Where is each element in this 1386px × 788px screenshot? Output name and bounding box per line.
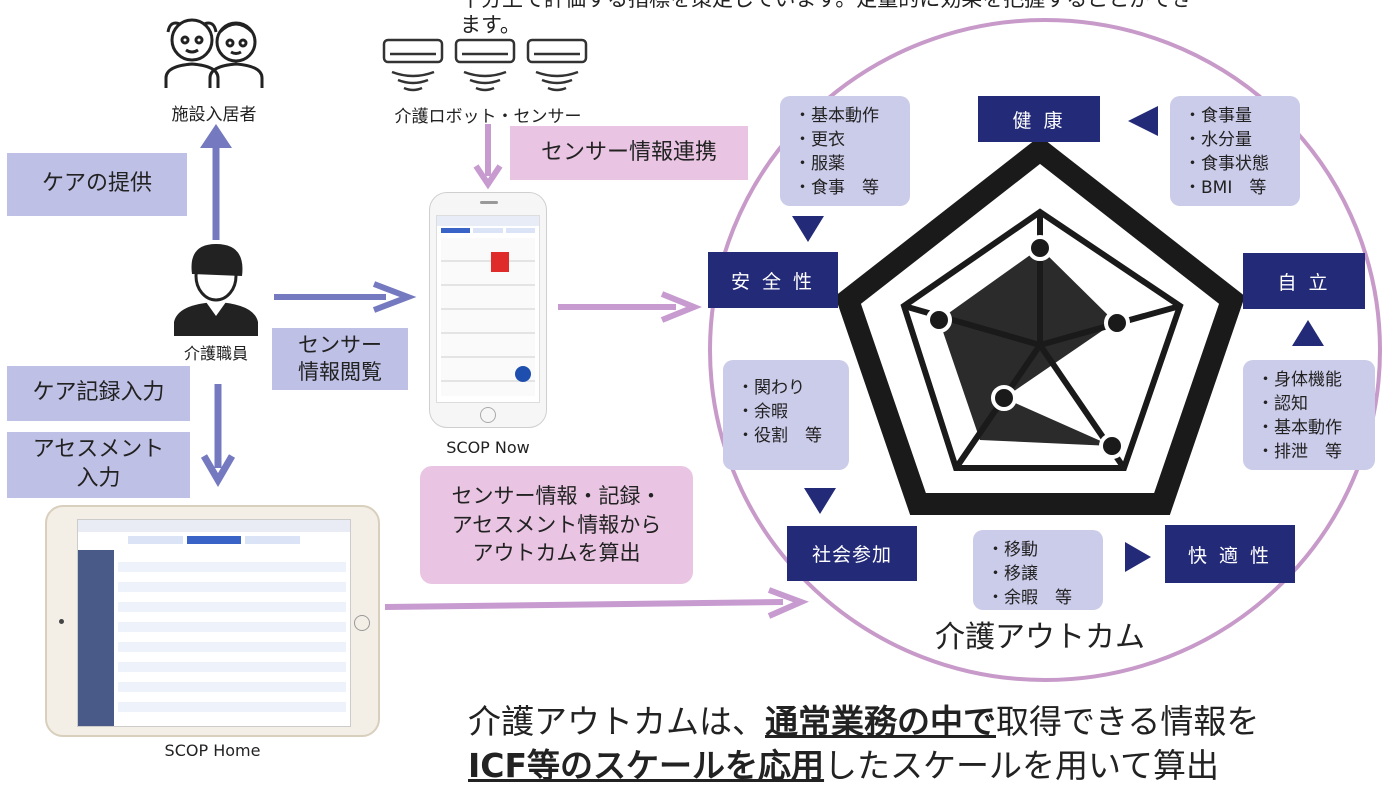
independence-item: ・基本動作 (1257, 418, 1342, 438)
safety-item: ・食事 等 (794, 178, 879, 198)
phone-home-button (480, 407, 496, 423)
assessment-input-box: アセスメント 入力 (7, 432, 190, 498)
scop-now-phone (429, 192, 547, 428)
intro-line-1: 十分上で評価する指標を策定しています。定量的に効果を把握することができ (460, 0, 1192, 12)
arrow-up-to-residents (200, 124, 232, 240)
phone-screen (436, 215, 540, 403)
independence-item: ・身体機能 (1257, 370, 1342, 390)
outcome-radar-diagram (708, 18, 1382, 682)
independence-item: ・排泄 等 (1257, 442, 1342, 462)
elderly-residents-icon (164, 18, 264, 88)
social-item: ・役割 等 (737, 426, 822, 446)
arrow-sensor-to-phone (473, 124, 503, 190)
radar-point-safety (926, 307, 952, 333)
radar-outer-pentagon (835, 136, 1245, 515)
assessment-line-1: アセスメント (32, 437, 165, 463)
sensor-browse-line-1: センサー (298, 332, 382, 357)
statement-emphasis: 通常業務の中で (765, 702, 996, 741)
arrow-phone-to-radar (558, 291, 702, 323)
care-record-input-box: ケア記録入力 (7, 366, 190, 421)
axis-independence: 自 立 (1243, 253, 1365, 309)
outcome-circle (708, 18, 1382, 682)
statement-text: したスケールを用いて算出 (824, 746, 1220, 785)
outcome-calc-line-1: センサー情報・記録・ (451, 484, 662, 509)
triangle-down-icon-social (804, 488, 836, 514)
safety-item: ・更衣 (794, 130, 845, 150)
health-item: ・食事量 (1184, 106, 1252, 126)
safety-items-list: ・基本動作 ・更衣 ・服薬 ・食事 等 (780, 96, 910, 206)
outcome-calculation-box: センサー情報・記録・ アセスメント情報から アウトカムを算出 (420, 466, 693, 584)
comfort-item: ・移譲 (987, 564, 1038, 584)
tablet-home-button (354, 615, 370, 631)
statement-text: 介護アウトカムは、 (468, 702, 765, 741)
health-item: ・BMI 等 (1184, 178, 1267, 198)
scop-home-tablet (45, 505, 380, 737)
comfort-item: ・移動 (987, 540, 1038, 560)
radar-point-social (991, 385, 1017, 411)
axis-safety: 安 全 性 (708, 252, 838, 308)
bottom-statement: 介護アウトカムは、通常業務の中で取得できる情報を ICF等のスケールを応用したス… (468, 700, 1259, 788)
outcome-calc-line-2: アセスメント情報から (451, 512, 662, 537)
comfort-item: ・余暇 等 (987, 588, 1072, 608)
social-item: ・関わり (737, 378, 805, 398)
statement-text: 取得できる情報を (996, 702, 1260, 741)
robot-sensor-label: 介護ロボット・センサー (394, 107, 582, 127)
care-provision-box: ケアの提供 (7, 153, 187, 216)
statement-line-1: 介護アウトカムは、通常業務の中で取得できる情報を (468, 700, 1259, 744)
axis-comfort: 快 適 性 (1165, 525, 1295, 583)
arrow-down-to-tablet (200, 384, 236, 487)
radar-point-independence (1104, 310, 1130, 336)
comfort-items-list: ・移動 ・移譲 ・余暇 等 (973, 530, 1103, 610)
sensor-browse-line-2: 情報閲覧 (298, 360, 382, 384)
statement-line-2: ICF等のスケールを応用したスケールを用いて算出 (468, 744, 1259, 788)
health-item: ・水分量 (1184, 130, 1252, 150)
independence-items-list: ・身体機能 ・認知 ・基本動作 ・排泄 等 (1243, 360, 1375, 470)
arrow-staff-to-phone (274, 281, 417, 313)
assessment-line-2: 入力 (76, 466, 121, 491)
tablet-screen (77, 519, 351, 727)
sensor-link-box: センサー情報連携 (510, 126, 748, 180)
health-item: ・食事状態 (1184, 154, 1269, 174)
arrow-tablet-to-radar (384, 587, 809, 619)
health-items-list: ・食事量 ・水分量 ・食事状態 ・BMI 等 (1170, 96, 1300, 206)
care-staff-label: 介護職員 (183, 344, 248, 363)
intro-text: 十分上で評価する指標を策定しています。定量的に効果を把握することができ ます。 (460, 0, 1192, 38)
axis-health: 健 康 (978, 96, 1100, 142)
social-items-list: ・関わり ・余暇 ・役割 等 (723, 360, 849, 470)
care-staff-icon (174, 244, 258, 336)
safety-item: ・服薬 (794, 154, 845, 174)
triangle-left-icon (1128, 106, 1158, 136)
intro-line-2: ます。 (460, 13, 521, 37)
sensor-browse-box: センサー 情報閲覧 (272, 328, 408, 390)
triangle-up-icon (1292, 320, 1324, 346)
residents-label: 施設入居者 (171, 105, 257, 125)
outcome-calc-line-3: アウトカムを算出 (472, 541, 641, 566)
radar-data-fill (939, 248, 1115, 446)
radar-title: 介護アウトカム (935, 620, 1145, 655)
scop-now-label: SCOP Now (446, 438, 530, 457)
statement-emphasis: ICF等のスケールを応用 (468, 746, 825, 785)
independence-item: ・認知 (1257, 394, 1308, 414)
radar-point-health (1027, 235, 1053, 261)
safety-item: ・基本動作 (794, 106, 879, 126)
social-item: ・余暇 (737, 402, 788, 422)
care-robot-sensor-icon (382, 38, 588, 92)
triangle-right-icon (1125, 542, 1151, 572)
scop-home-label: SCOP Home (164, 741, 261, 760)
radar-point-comfort (1099, 433, 1125, 459)
axis-social: 社会参加 (787, 526, 917, 581)
triangle-down-icon-safety (792, 216, 824, 242)
